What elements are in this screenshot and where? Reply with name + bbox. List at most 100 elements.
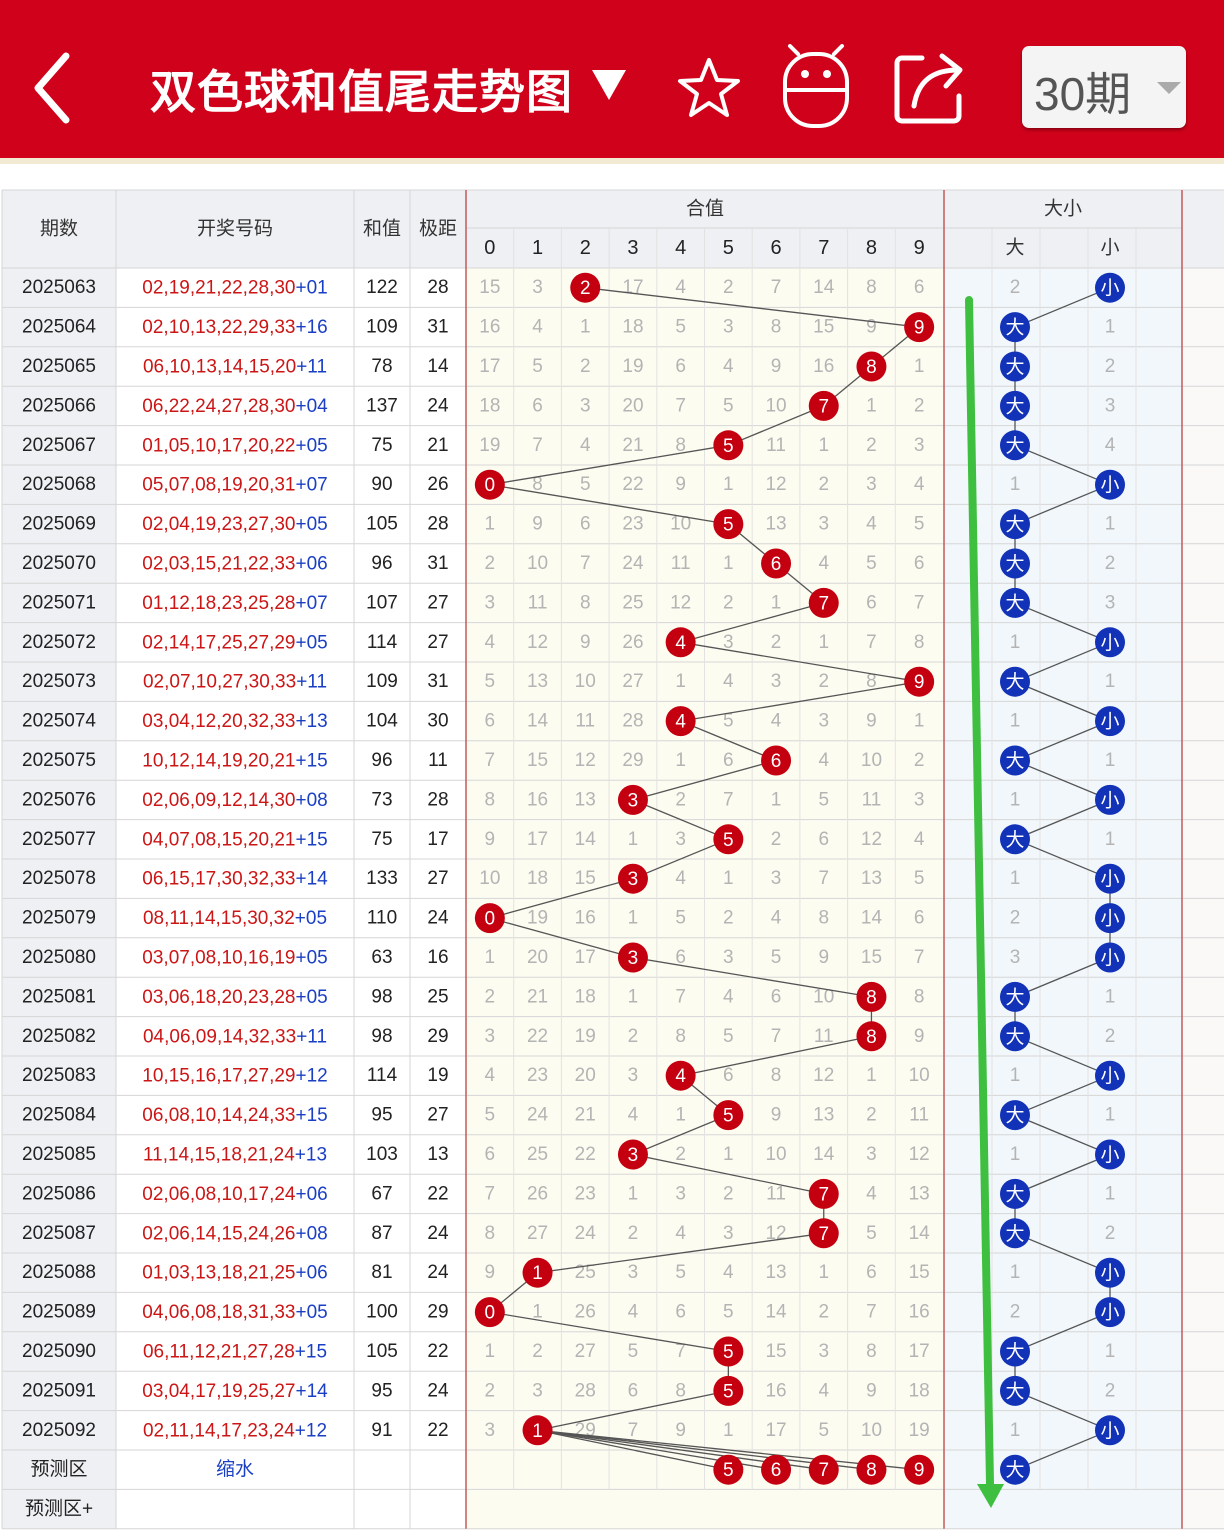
- prediction-ball-label: 5: [723, 1460, 734, 1481]
- miss-count: 4: [723, 671, 734, 692]
- tail-ball-label: 4: [675, 633, 686, 654]
- miss-count: 1: [723, 553, 734, 574]
- tail-ball: [856, 981, 887, 1012]
- trend-line: [1014, 1075, 1111, 1116]
- draw-numbers: 06,15,17,30,32,33+14: [142, 868, 328, 889]
- span-cell: 27: [427, 1105, 448, 1126]
- title-dropdown-icon[interactable]: [592, 70, 626, 100]
- red-balls: 05,07,08,19,20,31: [142, 474, 295, 495]
- period-cell: 2025069: [22, 514, 96, 535]
- header-digit: 4: [675, 237, 686, 259]
- draw-numbers: 11,14,15,18,21,24+13: [143, 1144, 327, 1165]
- robot-icon[interactable]: [780, 44, 852, 130]
- miss-count: 20: [622, 395, 643, 416]
- red-balls: 04,07,08,15,20,21: [142, 829, 295, 850]
- miss-count: 16: [909, 1302, 930, 1323]
- size-ball-label: 大: [1005, 671, 1024, 693]
- back-arrow-icon[interactable]: [30, 50, 80, 126]
- star-icon[interactable]: [676, 56, 742, 122]
- red-balls: 04,06,09,14,32,33: [143, 1026, 296, 1047]
- span-cell: 29: [427, 1302, 448, 1323]
- blue-ball: +12: [295, 1065, 327, 1086]
- miss-count: 12: [813, 1065, 834, 1086]
- shrink-link[interactable]: 缩水: [216, 1458, 254, 1480]
- size-ball-label: 小: [1100, 1302, 1119, 1324]
- miss-count: 7: [818, 868, 829, 889]
- size-ball-label: 大: [1005, 592, 1024, 614]
- period-cell: 2025068: [22, 474, 96, 495]
- trend-line: [1014, 602, 1111, 643]
- miss-count: 1: [675, 750, 686, 771]
- miss-count: 2: [485, 986, 496, 1007]
- miss-count: 23: [527, 1065, 548, 1086]
- size-ball-label: 大: [1005, 986, 1024, 1008]
- miss-count: 17: [909, 1341, 930, 1362]
- trend-line: [489, 1311, 729, 1353]
- blue-ball: +01: [295, 277, 327, 298]
- period-select[interactable]: 30期: [1022, 46, 1186, 128]
- size-ball-label: 小: [1100, 789, 1119, 811]
- tail-ball-label: 5: [723, 515, 734, 536]
- miss-count: 3: [818, 514, 829, 535]
- period-cell: 2025064: [22, 317, 96, 338]
- size-ball-label: 大: [1005, 356, 1024, 378]
- miss-count: 9: [485, 1262, 496, 1283]
- miss-count: 3: [628, 1262, 639, 1283]
- miss-count: 8: [675, 435, 686, 456]
- size-ball-label: 大: [1005, 750, 1024, 772]
- miss-count: 20: [527, 947, 548, 968]
- draw-numbers: 02,06,14,15,24,26+08: [142, 1223, 327, 1244]
- miss-count: 3: [723, 947, 734, 968]
- sum-cell: 91: [371, 1420, 392, 1441]
- page-title[interactable]: 双色球和值尾走势图: [150, 65, 573, 119]
- size-ball: [1000, 824, 1030, 855]
- red-balls: 02,19,21,22,28,30: [142, 277, 295, 298]
- header-digit: 5: [723, 237, 734, 259]
- red-balls: 10,12,14,19,20,21: [142, 750, 295, 771]
- trend-line: [489, 484, 729, 525]
- miss-count: 17: [479, 356, 500, 377]
- draw-numbers: 04,06,09,14,32,33+11: [143, 1026, 327, 1047]
- miss-count: 24: [622, 553, 644, 574]
- miss-count: 12: [670, 592, 691, 613]
- period-cell: 2025073: [22, 671, 96, 692]
- miss-count: 4: [723, 986, 734, 1007]
- miss-count: 5: [580, 474, 591, 495]
- miss-count: 5: [723, 395, 734, 416]
- trend-line: [680, 602, 824, 643]
- header-hezhi: 合值: [686, 198, 724, 220]
- miss-count: 1: [532, 1302, 543, 1323]
- sum-cell: 96: [371, 750, 392, 771]
- miss-count: 1: [771, 592, 782, 613]
- tail-ball-label: 0: [485, 475, 496, 496]
- miss-count: 11: [575, 711, 595, 732]
- red-balls: 02,14,17,25,27,29: [142, 632, 295, 653]
- miss-count: 11: [528, 592, 548, 613]
- miss-count: 1: [914, 711, 925, 732]
- miss-count: 8: [771, 1065, 782, 1086]
- span-cell: 22: [427, 1420, 448, 1441]
- miss-count: 15: [861, 947, 882, 968]
- sum-cell: 114: [367, 1065, 398, 1086]
- miss-count: 2: [1105, 356, 1116, 377]
- blue-ball: +15: [295, 1341, 327, 1362]
- draw-numbers: 10,12,14,19,20,21+15: [142, 750, 327, 771]
- miss-count: 4: [866, 1183, 877, 1204]
- miss-count: 1: [1010, 1065, 1021, 1086]
- miss-count: 29: [622, 750, 643, 771]
- miss-count: 8: [485, 789, 496, 810]
- miss-count: 2: [1105, 1026, 1116, 1047]
- miss-count: 12: [765, 474, 786, 495]
- miss-count: 2: [675, 789, 686, 810]
- miss-count: 7: [485, 750, 496, 771]
- draw-numbers: 02,10,13,22,29,33+16: [142, 317, 327, 338]
- share-icon[interactable]: [892, 50, 968, 126]
- period-cell: 2025071: [22, 592, 96, 613]
- trend-line: [632, 956, 872, 998]
- period-cell: 2025079: [22, 908, 96, 929]
- miss-count: 2: [532, 1341, 543, 1362]
- miss-count: 1: [1105, 829, 1116, 850]
- miss-count: 3: [866, 1144, 877, 1165]
- draw-numbers: 03,06,18,20,23,28+05: [142, 986, 327, 1007]
- prediction-ball-label: 6: [771, 1460, 782, 1481]
